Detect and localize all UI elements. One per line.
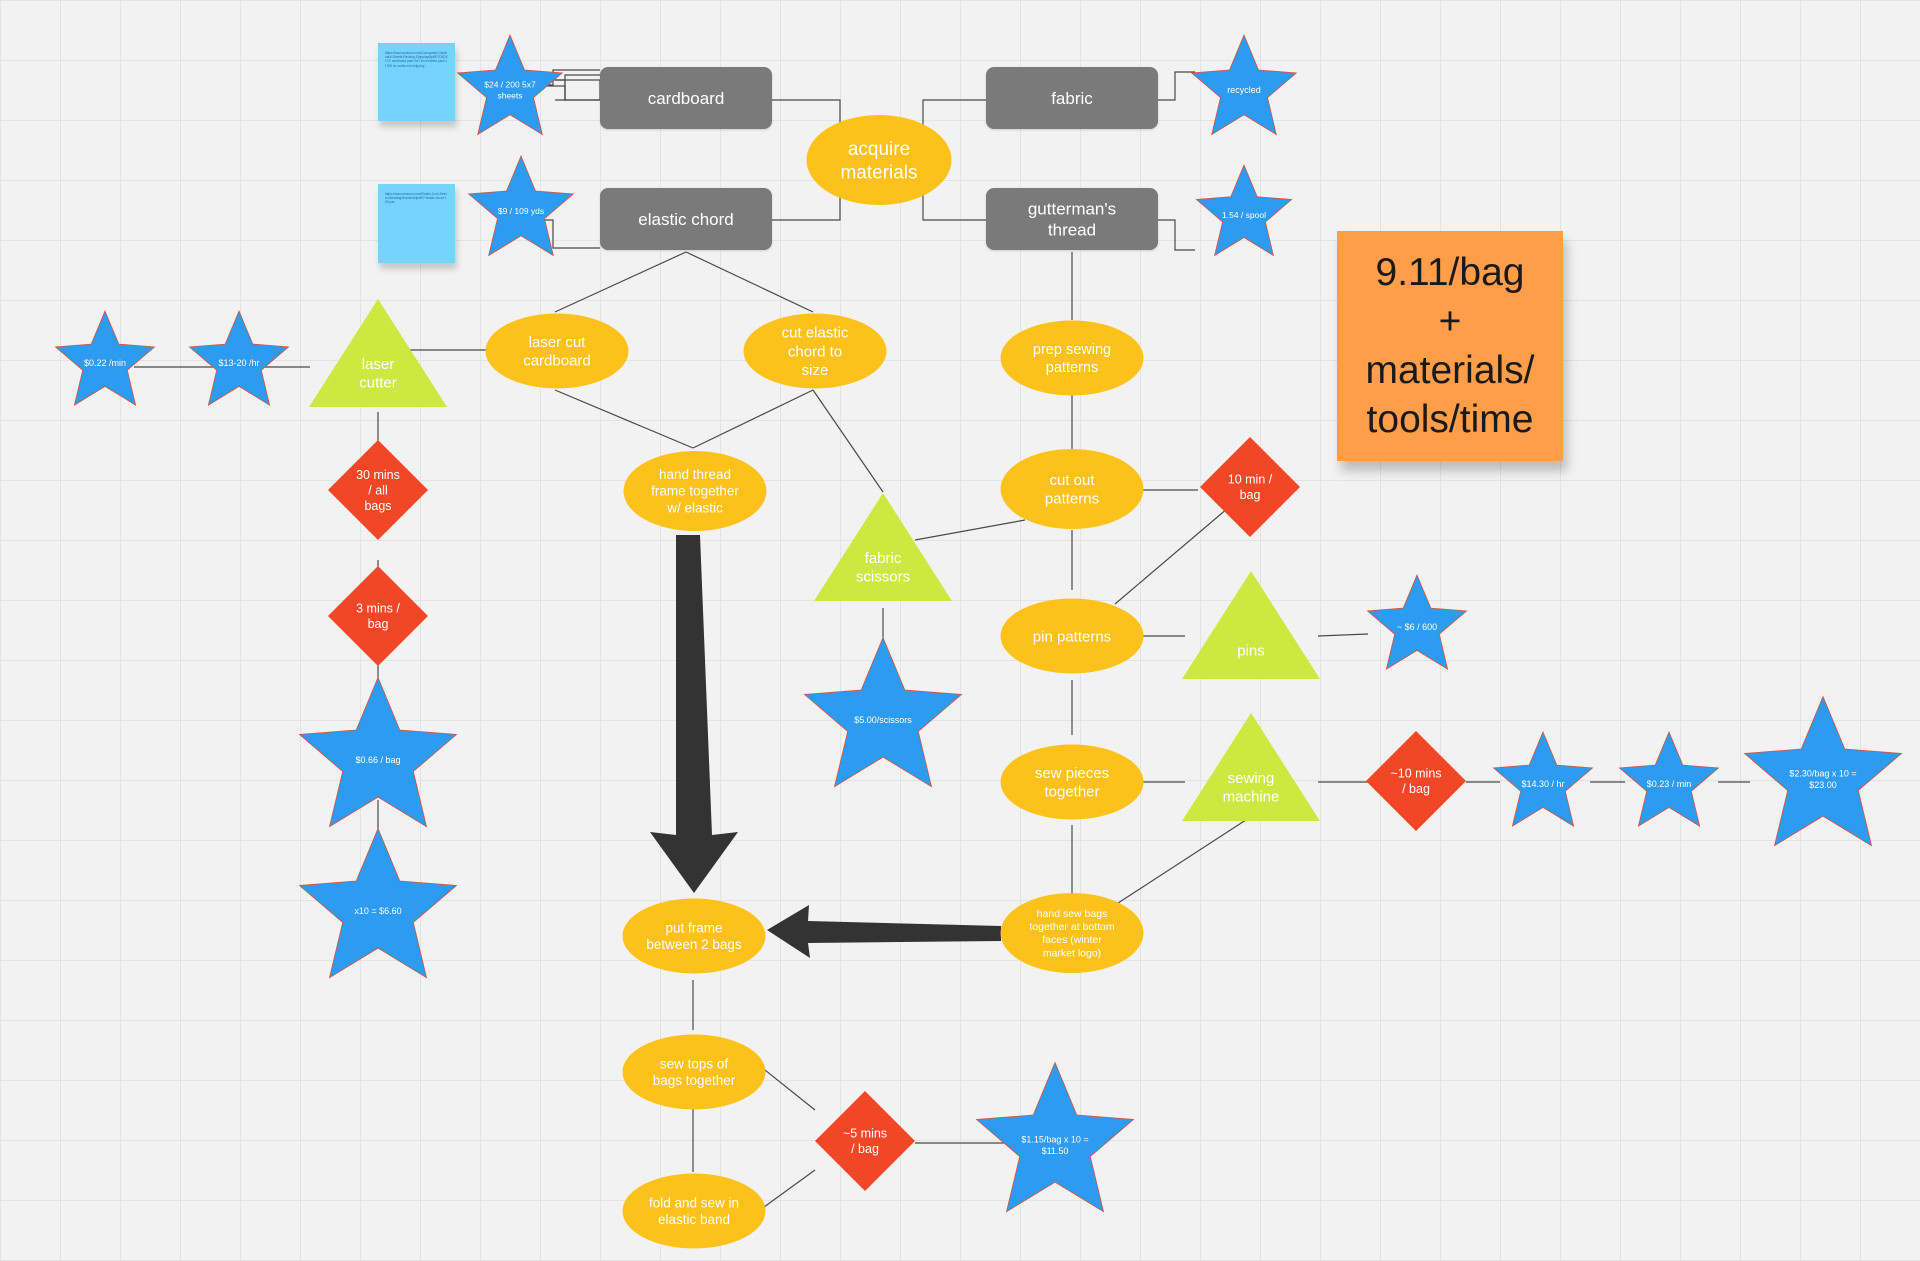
- cost-laser-min[interactable]: $0.22 /min: [54, 309, 156, 406]
- tool-pins-label: pins: [1237, 642, 1265, 659]
- cost-pins[interactable]: ~ $6 / 600: [1366, 573, 1468, 670]
- step-pin-patterns-label: pin patterns: [1033, 628, 1111, 645]
- material-cardboard-label: cardboard: [648, 89, 725, 108]
- cost-elastic[interactable]: $9 / 109 yds: [467, 154, 575, 257]
- cost-elastic-label: $9 / 109 yds: [498, 206, 544, 216]
- cost-scissors-label: $5.00/scissors: [854, 715, 912, 725]
- time-cut-patterns[interactable]: 10 min /bag: [1200, 437, 1300, 537]
- cost-sewing-min-label: $0.23 / min: [1647, 779, 1692, 789]
- material-fabric-label: fabric: [1051, 89, 1093, 108]
- time-sew-tops-label: ~5 mins/ bag: [843, 1127, 887, 1157]
- time-sewing[interactable]: ~10 mins/ bag: [1366, 731, 1466, 831]
- cost-thread[interactable]: 1.54 / spool: [1195, 163, 1293, 257]
- cost-scissors[interactable]: $5.00/scissors: [803, 636, 963, 788]
- time-sew-tops[interactable]: ~5 mins/ bag: [815, 1091, 915, 1191]
- cost-sew-tops-total-label: $1.15/bag x 10 =$11.50: [1021, 1135, 1088, 1156]
- material-elastic[interactable]: elastic chord: [600, 188, 772, 250]
- cost-laser-bag[interactable]: $0.66 / bag: [298, 676, 458, 828]
- cost-laser-hr-label: $13-20 /hr: [218, 358, 259, 368]
- cost-laser-total-label: x10 = $6.60: [354, 906, 401, 916]
- cost-laser-bag-label: $0.66 / bag: [355, 755, 400, 765]
- time-laser-bag-label: 3 mins /bag: [356, 602, 400, 632]
- cost-laser-min-label: $0.22 /min: [84, 358, 126, 368]
- step-pin-patterns[interactable]: pin patterns: [1000, 598, 1144, 674]
- tool-pins[interactable]: pins: [1182, 571, 1320, 679]
- material-cardboard[interactable]: cardboard: [600, 67, 772, 129]
- flow-arrows: [650, 535, 1001, 958]
- time-cut-patterns-label: 10 min /bag: [1228, 473, 1273, 503]
- cost-sewing-total[interactable]: $2.30/bag x 10 =$23.00: [1743, 695, 1903, 847]
- cost-fabric-label: recycled: [1227, 85, 1261, 95]
- cost-thread-label: 1.54 / spool: [1222, 210, 1266, 220]
- arrow-left: [767, 905, 1001, 958]
- cost-sewing-min[interactable]: $0.23 / min: [1618, 730, 1720, 827]
- time-sewing-label: ~10 mins/ bag: [1390, 767, 1441, 797]
- arrow-down: [650, 535, 738, 893]
- sticky-note-summary[interactable]: 9.11/bag + materials/ tools/time: [1337, 231, 1563, 461]
- sticky-note-cardboard-link[interactable]: https://www.amazon.com/Corrugated-Cardbo…: [378, 43, 455, 121]
- summary-text: 9.11/bag + materials/ tools/time: [1365, 251, 1535, 441]
- sticky-note-elastic-link[interactable]: https://www.amazon.com/Elastic-Cord-Stre…: [378, 184, 455, 263]
- cost-sew-tops-total[interactable]: $1.15/bag x 10 =$11.50: [975, 1061, 1135, 1213]
- material-fabric[interactable]: fabric: [986, 67, 1158, 129]
- cost-sewing-hr[interactable]: $14.30 / hr: [1492, 730, 1594, 827]
- cost-pins-label: ~ $6 / 600: [1397, 622, 1437, 632]
- material-elastic-label: elastic chord: [638, 210, 733, 229]
- cost-laser-total[interactable]: x10 = $6.60: [298, 827, 458, 979]
- cost-sewing-total-label: $2.30/bag x 10 =$23.00: [1789, 769, 1856, 790]
- cost-sewing-hr-label: $14.30 / hr: [1521, 779, 1564, 789]
- time-laser-bag[interactable]: 3 mins /bag: [328, 566, 428, 666]
- cost-laser-hr[interactable]: $13-20 /hr: [188, 309, 290, 406]
- cost-fabric[interactable]: recycled: [1190, 33, 1298, 136]
